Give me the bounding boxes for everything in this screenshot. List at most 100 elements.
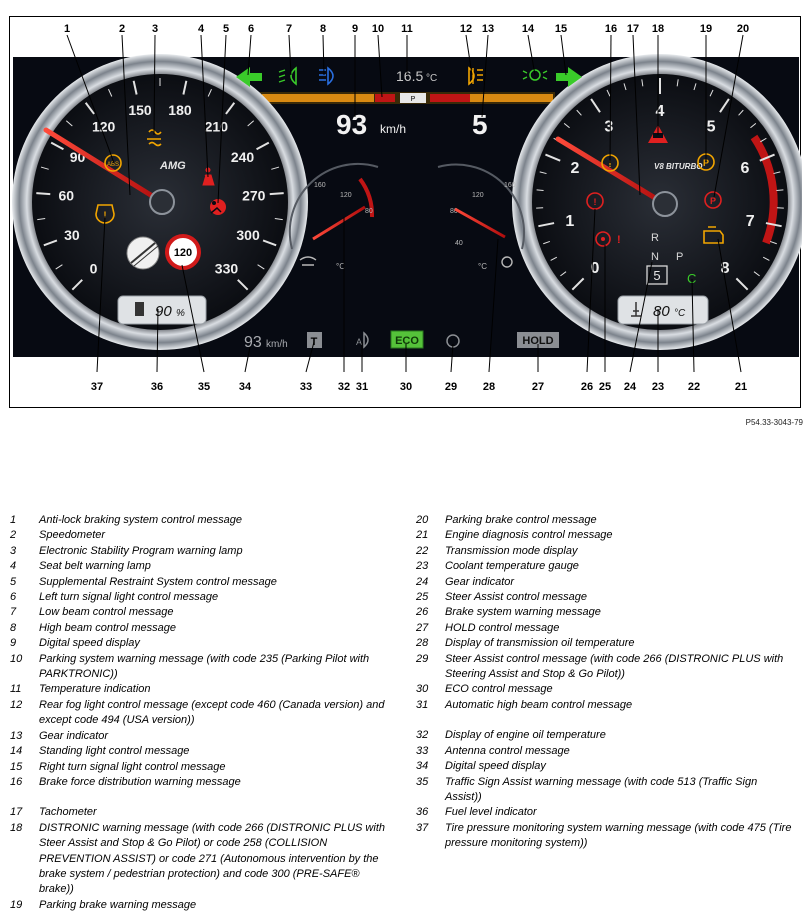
legend-number: 3 bbox=[10, 544, 17, 557]
tachometer-tick-label: 5 bbox=[707, 119, 716, 136]
oil-unit: °C bbox=[336, 262, 345, 271]
callout-number: 37 bbox=[91, 381, 103, 393]
high-beam-icon bbox=[319, 66, 334, 86]
speedometer-tick-label: 150 bbox=[128, 102, 152, 118]
callout-leader-line bbox=[305, 341, 315, 373]
tachometer-redline bbox=[750, 134, 778, 245]
legend-text: Supplemental Restraint System control me… bbox=[39, 575, 277, 588]
digital-speed-unit: km/h bbox=[380, 122, 406, 136]
legend-number: 36 bbox=[416, 806, 429, 819]
legend-text: DISTRONIC warning message (with code 266… bbox=[39, 821, 385, 896]
speedometer-tick bbox=[84, 102, 95, 115]
legend-number: 11 bbox=[10, 683, 22, 696]
speedometer-tick bbox=[271, 166, 280, 170]
tachometer-tick bbox=[545, 153, 561, 162]
legend-number: 9 bbox=[10, 637, 17, 650]
legend-text: Fuel level indicator bbox=[445, 806, 537, 819]
callout-number: 16 bbox=[605, 23, 617, 35]
legend-text: Digital speed display bbox=[445, 760, 546, 773]
legend-text: Tachometer bbox=[39, 806, 97, 819]
coolant-unit: °C bbox=[674, 308, 686, 319]
legend-text: Parking brake control message bbox=[445, 514, 597, 526]
amg-logo: AMG bbox=[159, 160, 186, 172]
fuel-pump-icon bbox=[135, 302, 144, 316]
legend-text: Steer Assist control message bbox=[445, 591, 588, 604]
gear-r: R bbox=[651, 232, 659, 244]
tachometer-tick bbox=[738, 109, 744, 116]
callout-number: 26 bbox=[581, 381, 593, 393]
callout-number: 34 bbox=[239, 381, 252, 393]
legend-text: Speedometer bbox=[39, 529, 106, 542]
speedometer-tick bbox=[256, 141, 270, 151]
callout-leader-line bbox=[488, 238, 499, 373]
legend-text: Antenna control message bbox=[445, 744, 570, 757]
tachometer-tick bbox=[762, 256, 770, 261]
speedometer-tick bbox=[40, 166, 49, 170]
legend-number: 7 bbox=[10, 606, 17, 619]
coolant-value: 80 bbox=[653, 303, 670, 320]
gear-cog-icon bbox=[501, 256, 513, 268]
callout-number: 13 bbox=[482, 23, 494, 35]
legend-number: 33 bbox=[416, 744, 429, 757]
legend-number: 30 bbox=[416, 683, 429, 696]
legend-number: 6 bbox=[10, 591, 17, 604]
tachometer-tick bbox=[539, 171, 547, 175]
callout-number: 5 bbox=[223, 23, 229, 35]
callout-number: 15 bbox=[555, 23, 567, 35]
legend-number: 25 bbox=[416, 591, 429, 604]
callout-leader-line bbox=[377, 34, 383, 98]
legend-number: 29 bbox=[416, 652, 429, 665]
callout-number: 3 bbox=[152, 23, 158, 35]
speedometer-tick-label: 300 bbox=[236, 227, 260, 243]
tachometer-tick bbox=[776, 189, 784, 192]
trans-tick-120: 120 bbox=[472, 192, 484, 199]
abs-icon-label: ABS bbox=[107, 162, 119, 168]
callout-number: 21 bbox=[735, 381, 747, 393]
legend-number: 10 bbox=[10, 652, 23, 665]
legend-text: Gear indicator bbox=[39, 729, 109, 742]
callout-number: 2 bbox=[119, 23, 125, 35]
steer-assist-warning-icon: ! bbox=[595, 231, 621, 247]
tachometer-tick bbox=[693, 83, 697, 91]
speedometer-tick bbox=[43, 239, 58, 247]
tachometer-tick-label: 6 bbox=[741, 160, 750, 177]
legend-text: Brake system warning message bbox=[445, 606, 601, 619]
callout-number: 12 bbox=[460, 23, 472, 35]
legend-text: Digital speed display bbox=[39, 637, 140, 650]
legend-text: Right turn signal light control message bbox=[39, 760, 226, 773]
tachometer-tick bbox=[769, 240, 777, 245]
callout-leader-line bbox=[560, 34, 567, 76]
legend-number: 21 bbox=[416, 529, 429, 542]
speedometer-tick-label: 180 bbox=[168, 102, 192, 118]
tachometer-tick bbox=[576, 109, 582, 116]
callout-leader-line bbox=[717, 238, 742, 373]
callout-number: 4 bbox=[198, 23, 205, 35]
legend-text: High beam control message bbox=[39, 621, 176, 634]
tachometer-tick bbox=[765, 222, 782, 228]
legend-number: 19 bbox=[10, 898, 23, 911]
gear-current: 5 bbox=[653, 268, 660, 283]
callout-number: 7 bbox=[286, 23, 292, 35]
callout-number: 17 bbox=[627, 23, 639, 35]
temperature-unit: °C bbox=[426, 73, 437, 84]
tachometer-tick bbox=[760, 137, 767, 143]
legend-text: ECO control message bbox=[445, 683, 553, 696]
legend-item: 30 ECO control message bbox=[416, 682, 796, 697]
callout-number: 27 bbox=[532, 381, 544, 393]
legend-text: Brake force distribution warning message bbox=[39, 775, 241, 788]
legend-number: 13 bbox=[10, 729, 23, 742]
auto-high-beam-icon: A bbox=[356, 331, 369, 349]
tachometer-tick bbox=[676, 79, 679, 87]
legend-text: HOLD control message bbox=[445, 621, 560, 634]
callout-number: 31 bbox=[356, 381, 368, 393]
